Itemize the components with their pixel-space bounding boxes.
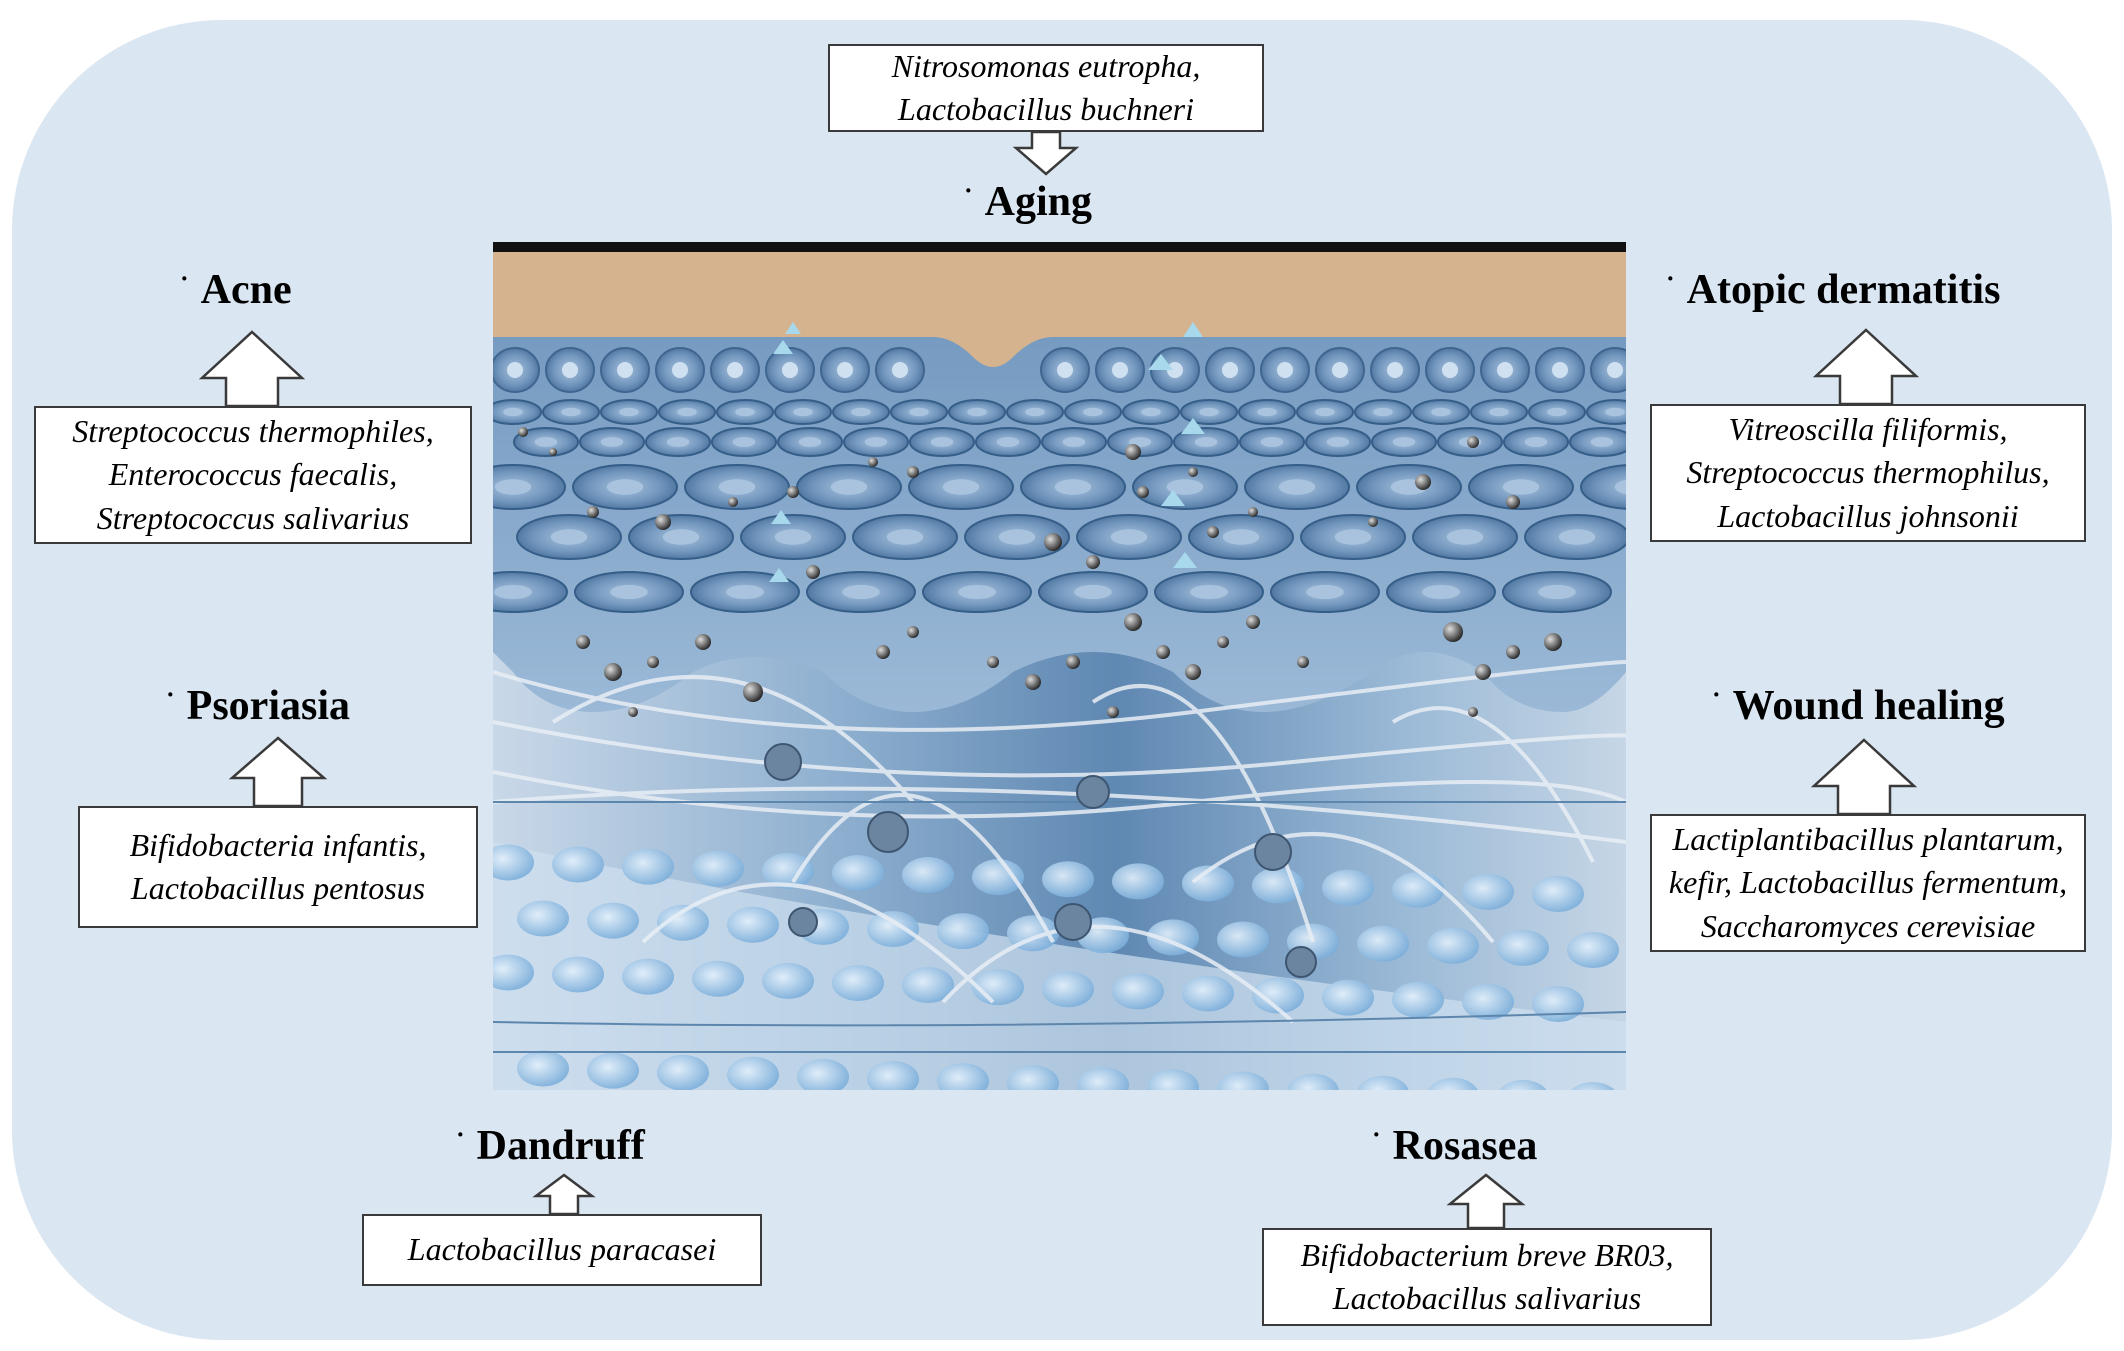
heading-psoriasis: ·Psoriasia xyxy=(166,680,350,729)
arrow-up-wound-healing xyxy=(1810,738,1918,816)
arrow-up-dandruff xyxy=(532,1173,596,1216)
box-dandruff: Lactobacillus paracasei xyxy=(362,1214,762,1286)
species-line: Enterococcus faecalis, xyxy=(108,456,398,493)
species-line: Lactobacillus buchneri xyxy=(898,91,1194,127)
heading-acne: ·Acne xyxy=(180,264,292,313)
arrow-up-rosacea xyxy=(1446,1173,1526,1230)
species-line: Saccharomyces cerevisiae xyxy=(1700,907,2036,944)
skin-cross-section-illustration xyxy=(493,242,1626,1090)
heading-psoriasis-text: Psoriasia xyxy=(186,683,350,729)
box-rosacea: Bifidobacterium breve BR03, Lactobacillu… xyxy=(1262,1228,1712,1326)
arrow-down-aging xyxy=(1012,130,1080,176)
box-psoriasis: Bifidobacteria infantis, Lactobacillus p… xyxy=(78,806,478,928)
box-wound-healing: Lactiplantibacillus plantarum, kefir, La… xyxy=(1650,814,2086,952)
arrow-up-psoriasis xyxy=(228,736,328,808)
species-line: Streptococcus thermophilus, xyxy=(1686,454,2050,491)
species-line: Bifidobacterium breve BR03, xyxy=(1300,1236,1674,1273)
species-line: kefir, Lactobacillus fermentum, xyxy=(1668,864,2068,901)
heading-wound-text: Wound healing xyxy=(1732,683,2005,729)
species-line: Lactiplantibacillus plantarum, xyxy=(1672,821,2064,858)
species-line: Streptococcus thermophiles, xyxy=(72,413,434,450)
heading-rosacea: ·Rosasea xyxy=(1372,1120,1538,1169)
box-acne: Streptococcus thermophiles, Enterococcus… xyxy=(34,406,472,544)
heading-dandruff-text: Dandruff xyxy=(476,1123,645,1169)
heading-dandruff: ·Dandruff xyxy=(456,1120,645,1169)
arrow-up-atopic xyxy=(1812,328,1920,406)
heading-aging-text: Aging xyxy=(984,179,1093,225)
species-line: Lactobacillus paracasei xyxy=(407,1231,717,1268)
arrow-up-acne xyxy=(198,330,306,408)
species-line: Vitreoscilla filiformis, xyxy=(1728,411,2008,448)
box-atopic-dermatitis: Vitreoscilla filiformis, Streptococcus t… xyxy=(1650,404,2086,542)
heading-atopic-dermatitis: ·Atopic dermatitis xyxy=(1666,264,2001,313)
box-aging: Nitrosomonas eutropha, Lactobacillus buc… xyxy=(828,44,1264,132)
heading-acne-text: Acne xyxy=(200,267,292,313)
heading-wound-healing: ·Wound healing xyxy=(1712,680,2005,729)
heading-rosacea-text: Rosasea xyxy=(1392,1123,1538,1169)
species-line: Lactobacillus johnsonii xyxy=(1717,497,2019,534)
species-line: Nitrosomonas eutropha, xyxy=(891,47,1201,84)
heading-aging: ·Aging xyxy=(964,176,1093,225)
species-line: Streptococcus salivarius xyxy=(96,499,410,536)
species-line: Lactobacillus salivarius xyxy=(1332,1280,1642,1316)
species-line: Lactobacillus pentosus xyxy=(130,870,426,906)
heading-atopic-text: Atopic dermatitis xyxy=(1686,267,2001,313)
species-line: Bifidobacteria infantis, xyxy=(129,826,427,863)
